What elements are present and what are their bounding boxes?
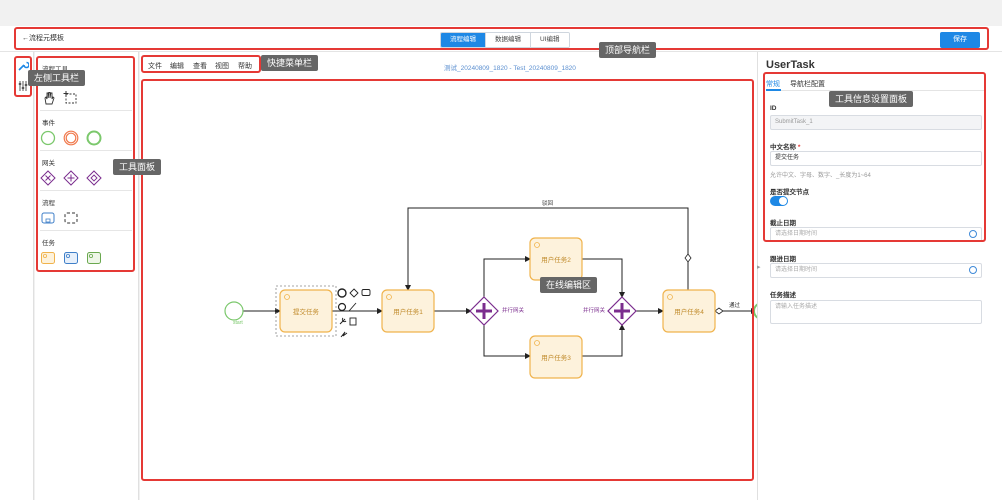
menu-display[interactable]: 视图: [215, 63, 229, 70]
back-link[interactable]: ←流程元模板: [22, 35, 64, 42]
description-label: 任务描述: [770, 292, 796, 299]
section-events-label: 事件: [42, 120, 55, 127]
menu-file[interactable]: 文件: [148, 63, 162, 70]
wrench-icon[interactable]: [16, 60, 30, 74]
sliders-icon[interactable]: [16, 80, 30, 94]
canvas-area[interactable]: [140, 52, 757, 500]
user-task-3-node[interactable]: [529, 335, 583, 379]
callout-tool-panel: 工具面板: [113, 159, 162, 175]
annotation-box-canvas: [141, 79, 754, 481]
callout-canvas: 在线编辑区: [540, 277, 598, 293]
diagram-title: 测试_20240809_1820 - Test_20240809_1820: [444, 65, 576, 72]
follow-up-label: 跟进日期: [770, 256, 796, 263]
pass-flow-label: 通过: [729, 303, 741, 309]
properties-heading: UserTask: [766, 59, 815, 71]
annotation-box-settings: [763, 72, 986, 242]
user-task-2-label: 用户任务2: [541, 257, 571, 264]
service-task-icon[interactable]: [63, 250, 79, 266]
save-button[interactable]: 保存: [940, 32, 980, 48]
section-process-label: 流程: [42, 200, 55, 207]
annotation-box-top-nav: [14, 27, 989, 50]
editor-tabs: 流程编辑 数据编辑 UI编辑: [440, 32, 570, 48]
tool-panel-title: 流程工具: [42, 63, 68, 73]
user-task-icon[interactable]: [40, 250, 56, 266]
callout-quick-menu: 快捷菜单栏: [261, 55, 319, 71]
context-pad[interactable]: [337, 288, 371, 338]
start-event-label: start: [233, 320, 243, 326]
callout-settings-panel: 工具信息设置面板: [829, 91, 914, 107]
script-task-icon[interactable]: [86, 250, 102, 266]
user-task-1-node[interactable]: [381, 289, 435, 333]
inclusive-gateway-icon[interactable]: [86, 170, 102, 186]
parallel-gateway-2[interactable]: [607, 296, 637, 326]
reject-flow-label: 驳回: [542, 201, 554, 207]
callout-left-toolbar: 左侧工具栏: [28, 70, 86, 86]
intermediate-event-icon[interactable]: [63, 130, 79, 146]
callout-top-nav: 顶部导航栏: [599, 42, 657, 58]
id-field: SubmitTask_1: [770, 115, 982, 130]
submit-node-label: 是否提交节点: [770, 189, 809, 196]
subprocess-icon[interactable]: [40, 210, 56, 226]
section-gateways-label: 网关: [42, 160, 55, 167]
left-toolbar: [0, 52, 34, 500]
user-task-4-node[interactable]: [662, 289, 716, 333]
clock-icon: [969, 266, 977, 274]
tab-ui-edit[interactable]: UI编辑: [531, 33, 569, 47]
hand-tool-icon[interactable]: [41, 90, 57, 106]
lasso-tool-icon[interactable]: [63, 90, 79, 106]
chevron-right-icon[interactable]: ▸: [757, 264, 761, 271]
gateway-1-label: 并行网关: [502, 308, 525, 314]
description-textarea[interactable]: 请输入任务描述: [770, 300, 982, 324]
tab-nav-config[interactable]: 导航栏配置: [790, 81, 825, 88]
name-label: 中文名称 *: [770, 144, 801, 151]
name-field[interactable]: 提交任务: [770, 151, 982, 166]
tab-general[interactable]: 常规: [766, 81, 780, 88]
submit-task-label: 提交任务: [293, 309, 319, 316]
menu-help[interactable]: 帮助: [238, 63, 252, 70]
tab-process-edit[interactable]: 流程编辑: [441, 33, 486, 47]
section-tasks-label: 任务: [42, 240, 55, 247]
parallel-gateway-1[interactable]: [469, 296, 499, 326]
submit-task-node[interactable]: [279, 289, 333, 333]
start-event-icon[interactable]: [40, 130, 56, 146]
gateway-2-label: 并行网关: [583, 308, 606, 314]
annotation-box-quick-menu: [141, 55, 261, 73]
end-event-icon[interactable]: [86, 130, 102, 146]
tab-data-edit[interactable]: 数据编辑: [486, 33, 531, 47]
parallel-gateway-icon[interactable]: [63, 170, 79, 186]
tool-panel: [35, 52, 139, 500]
clock-icon: [969, 230, 977, 238]
exclusive-gateway-icon[interactable]: [40, 170, 56, 186]
deadline-label: 截止日期: [770, 220, 796, 227]
follow-up-picker[interactable]: 请选择日期时间: [770, 263, 982, 278]
user-task-3-label: 用户任务3: [541, 355, 571, 362]
user-task-4-label: 用户任务4: [674, 309, 704, 316]
sequence-flows: [243, 207, 757, 359]
id-label: ID: [770, 105, 777, 112]
user-task-1-label: 用户任务1: [393, 309, 423, 316]
start-event[interactable]: [224, 301, 244, 321]
menu-view[interactable]: 查看: [193, 63, 207, 70]
menu-edit[interactable]: 编辑: [170, 63, 184, 70]
name-hint: 允许中文、字母、数字、_长度为1~64: [770, 173, 871, 179]
